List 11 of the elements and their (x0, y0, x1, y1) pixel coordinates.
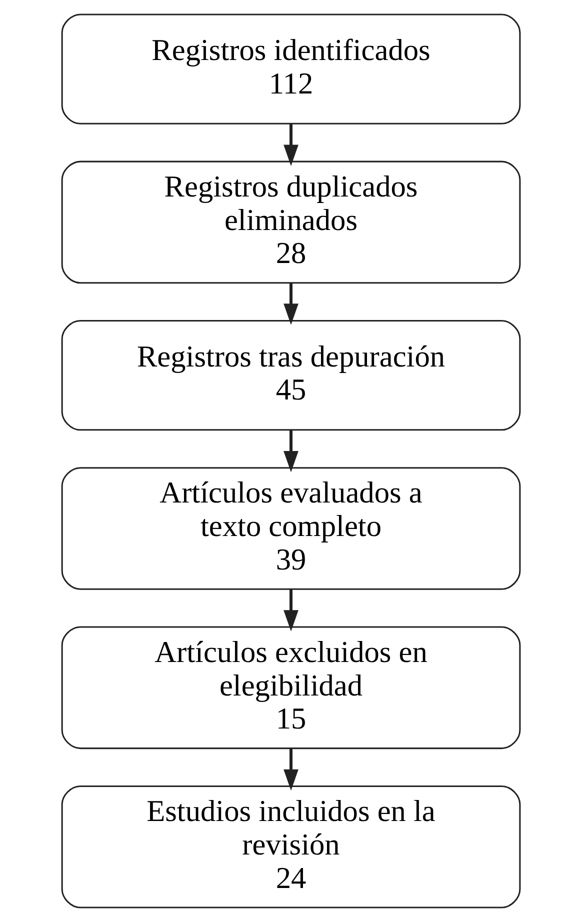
node-box: Artículos excluidos en elegibilidad 15 (60, 626, 520, 750)
node-box: Registros tras depuración 45 (60, 320, 520, 431)
node-box: Estudios incluidos en la revisión 24 (60, 785, 520, 908)
arrow (283, 748, 298, 791)
node-box: Registros duplicados eliminados 28 (60, 160, 520, 284)
arrow (283, 589, 298, 632)
node-box: Artículos evaluados a texto completo 39 (60, 467, 520, 590)
arrow (283, 283, 298, 325)
arrow (283, 430, 298, 472)
node-box: Registros identificados 112 (60, 14, 520, 124)
arrow (283, 124, 298, 166)
